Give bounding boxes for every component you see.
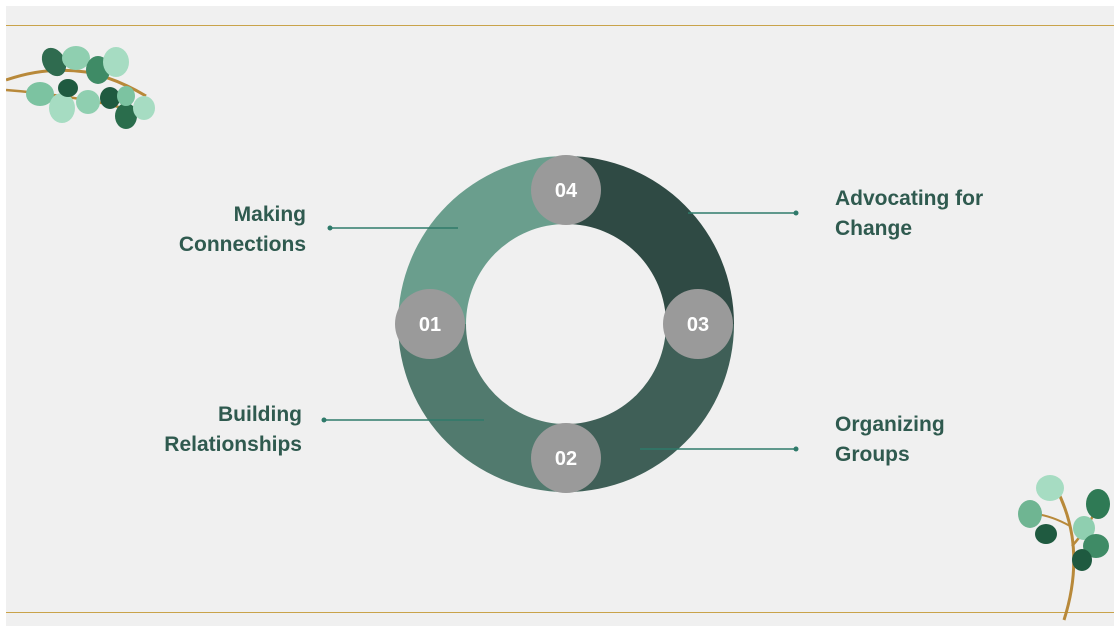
label-line: Groups bbox=[835, 443, 910, 466]
segment-organizing-groups[interactable] bbox=[566, 324, 734, 492]
label-line: Advocating for bbox=[835, 187, 984, 210]
eucalyptus-sprig-icon bbox=[1018, 475, 1110, 621]
badge-02[interactable]: 02 bbox=[531, 423, 601, 493]
connector-dot-making bbox=[327, 225, 333, 231]
cycle-diagram: 01 02 03 04 bbox=[6, 46, 1110, 621]
connector-dot-organizing bbox=[793, 446, 799, 452]
badge-number-01: 01 bbox=[419, 314, 441, 336]
label-line: Organizing bbox=[835, 413, 945, 436]
bottom-divider bbox=[6, 612, 1114, 613]
badge-number-02: 02 bbox=[555, 448, 577, 470]
label-making-connections: Making Connections bbox=[156, 200, 306, 260]
badge-01[interactable]: 01 bbox=[395, 289, 465, 359]
badge-number-04: 04 bbox=[555, 180, 578, 202]
eucalyptus-branch-icon bbox=[6, 46, 155, 129]
label-line: Relationships bbox=[164, 433, 302, 456]
label-advocating-for-change: Advocating for Change bbox=[835, 184, 1055, 244]
cycle-ring bbox=[398, 156, 734, 492]
top-divider bbox=[6, 25, 1114, 26]
connector-dot-building bbox=[321, 417, 327, 423]
label-line: Building bbox=[218, 403, 302, 426]
badge-03[interactable]: 03 bbox=[663, 289, 733, 359]
segment-building-relationships[interactable] bbox=[398, 324, 566, 492]
connector-dot-advocating bbox=[793, 210, 799, 216]
slide: 01 02 03 04 Making Connections Building … bbox=[6, 6, 1114, 626]
segment-advocating-for-change[interactable] bbox=[566, 156, 734, 324]
badge-number-03: 03 bbox=[687, 314, 709, 336]
label-building-relationships: Building Relationships bbox=[126, 400, 302, 460]
label-line: Change bbox=[835, 217, 913, 240]
label-line: Connections bbox=[178, 233, 306, 256]
label-line: Making bbox=[233, 203, 306, 226]
label-organizing-groups: Organizing Groups bbox=[835, 410, 1055, 470]
segment-making-connections[interactable] bbox=[398, 156, 566, 324]
badge-04[interactable]: 04 bbox=[531, 155, 601, 225]
connectors bbox=[321, 210, 799, 452]
